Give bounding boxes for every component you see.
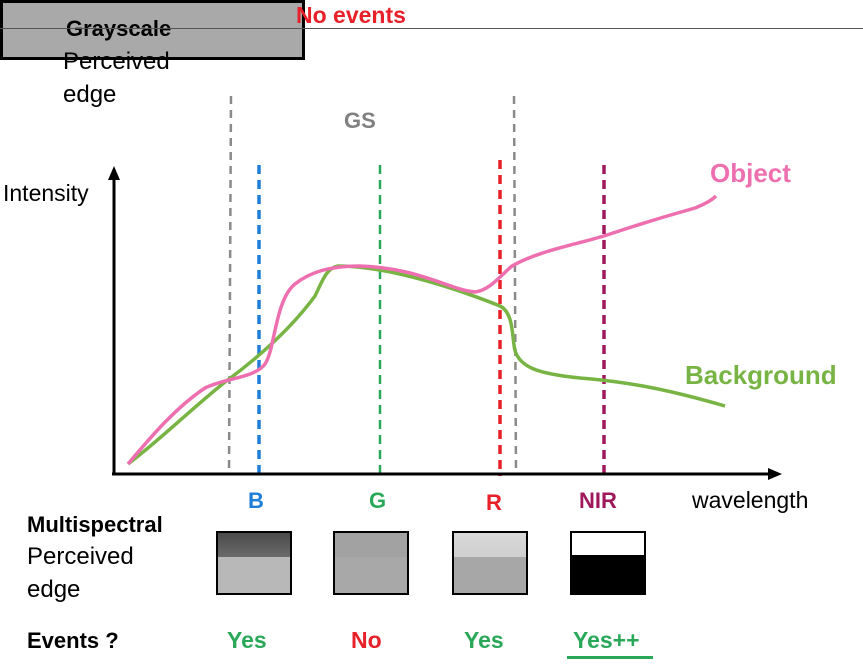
grayscale-caption-line1: Perceived [63,48,170,75]
edge-swatch-b-object [218,533,290,557]
edge-swatch-b-background [218,557,290,593]
gs-boundary-right [512,95,518,475]
x-axis-label: wavelength [692,487,809,513]
grayscale-edge-swatch [0,0,863,60]
gs-band-label: GS [344,108,376,133]
multispectral-caption-line2: edge [27,576,81,603]
edge-swatch-nir [570,531,646,595]
y-axis-arrow [108,166,120,180]
background-curve [126,264,726,466]
edge-swatch-r-background [454,557,526,593]
band-label-g: G [369,488,387,513]
event-nir-underline [567,656,653,659]
edge-swatch-g-object [335,533,407,558]
x-axis-arrow [768,468,782,480]
band-label-b: B [248,488,264,513]
object-curve [126,194,718,466]
multispectral-title: Multispectral [27,512,163,537]
background-curve-label: Background [685,360,837,390]
gs-boundary-left [227,95,233,475]
edge-swatch-nir-object [572,533,644,555]
grayscale-edge-divider [0,28,863,29]
edge-swatch-g [333,531,409,595]
event-r: Yes [464,627,504,653]
y-axis-label: Intensity [3,180,89,206]
edge-swatch-r [452,531,528,595]
grayscale-status: No events [296,2,406,28]
band-label-r: R [486,490,502,515]
band-label-nir: NIR [579,488,617,513]
events-title: Events ? [27,628,119,653]
object-curve-label: Object [710,158,791,188]
multispectral-caption-line1: Perceived [27,543,134,570]
edge-swatch-r-object [454,533,526,559]
edge-swatch-g-background [335,557,407,593]
edge-swatch-nir-background [572,555,644,593]
grayscale-title: Grayscale [66,16,172,41]
event-nir: Yes++ [573,627,640,653]
edge-swatch-b [216,531,292,595]
event-b: Yes [227,627,267,653]
event-g: No [351,627,382,653]
grayscale-caption-line2: edge [63,81,117,108]
